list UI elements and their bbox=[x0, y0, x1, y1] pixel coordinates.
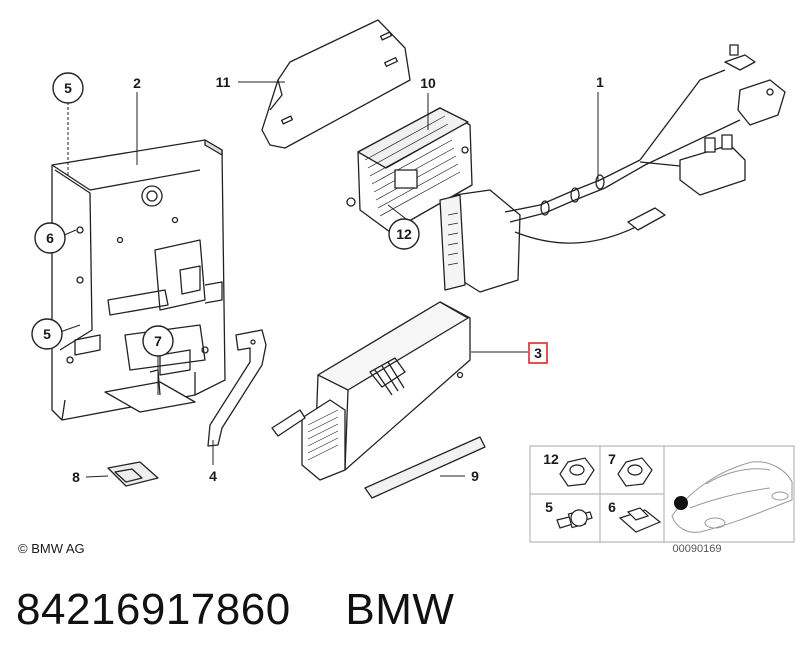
callout-10: 10 bbox=[420, 75, 436, 91]
brand-name: BMW bbox=[345, 585, 455, 634]
holder-plate-part bbox=[261, 19, 411, 149]
clip-nut-icon bbox=[618, 507, 662, 533]
nut-icon bbox=[559, 457, 595, 487]
callout-4: 4 bbox=[209, 468, 217, 484]
callout-label: 7 bbox=[154, 333, 162, 349]
callout-7: 7 bbox=[142, 325, 174, 357]
inset-label-5: 5 bbox=[545, 499, 553, 515]
drawing-number: 00090169 bbox=[673, 543, 722, 555]
callout-label: 3 bbox=[534, 345, 542, 361]
callout-5-bottom: 5 bbox=[31, 318, 63, 350]
main-module-part bbox=[271, 301, 471, 481]
inset-label-7: 7 bbox=[608, 451, 616, 467]
location-dot bbox=[674, 496, 688, 510]
copyright-text: © BMW AG bbox=[18, 541, 85, 556]
callout-2: 2 bbox=[133, 75, 141, 91]
callout-label: 5 bbox=[64, 80, 72, 96]
callout-12: 12 bbox=[388, 218, 420, 250]
callout-9: 9 bbox=[471, 468, 479, 484]
callout-11: 11 bbox=[216, 74, 231, 90]
callout-1: 1 bbox=[596, 74, 604, 90]
callout-6: 6 bbox=[34, 222, 66, 254]
callout-label: 12 bbox=[396, 226, 412, 242]
harness-part bbox=[439, 44, 786, 293]
bracket-part bbox=[51, 139, 226, 421]
screw-icon bbox=[556, 509, 593, 529]
highlight-box bbox=[528, 342, 548, 364]
inset-label-6: 6 bbox=[608, 499, 616, 515]
callout-3-highlight[interactable]: 3 bbox=[528, 342, 548, 364]
pad-part bbox=[364, 436, 486, 499]
part-number-caption: 84216917860 BMW bbox=[16, 585, 454, 635]
clip-part bbox=[107, 461, 159, 487]
callout-label: 6 bbox=[46, 230, 54, 246]
car-locator-icon bbox=[671, 461, 793, 533]
cage-nut-icon bbox=[617, 457, 653, 487]
part-number: 84216917860 bbox=[16, 585, 291, 634]
inset-label-12: 12 bbox=[543, 451, 559, 467]
callout-label: 5 bbox=[43, 326, 51, 342]
callout-8: 8 bbox=[72, 469, 80, 485]
inset-panel: 12 7 5 6 00090169 bbox=[529, 445, 795, 555]
callout-5-top: 5 bbox=[52, 72, 84, 104]
